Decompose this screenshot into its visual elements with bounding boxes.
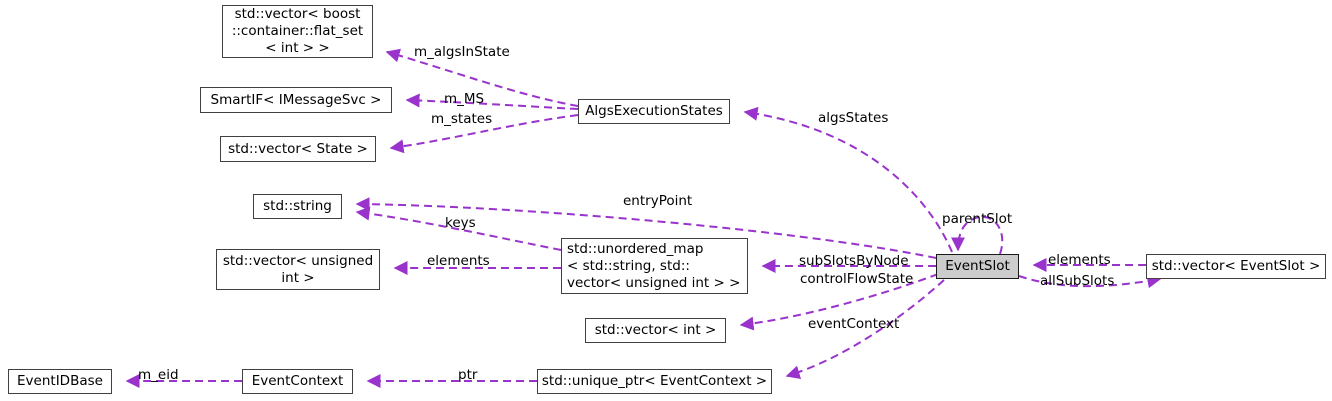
edge-parent-slot xyxy=(951,215,1004,255)
edge-label-ptr: ptr xyxy=(458,367,478,383)
node-unordered-map[interactable]: std::unordered_map < std::string, std:: … xyxy=(561,238,748,294)
edge-label-eventContext: eventContext xyxy=(808,316,900,332)
edge-m-algs-in-state xyxy=(385,48,579,107)
edge-label-parentSlot: parentSlot xyxy=(942,211,1013,227)
edge-label-m_states: m_states xyxy=(431,111,493,127)
edge-algs-states xyxy=(743,106,953,253)
node-smartif-imessagesvc[interactable]: SmartIF< IMessageSvc > xyxy=(200,87,392,113)
node-event-id-base[interactable]: EventIDBase xyxy=(8,369,112,394)
edge-keys xyxy=(355,206,562,251)
edge-label-allSubSlots: allSubSlots xyxy=(1040,273,1115,289)
node-vector-event-slot[interactable]: std::vector< EventSlot > xyxy=(1146,254,1326,279)
node-algs-execution-states[interactable]: AlgsExecutionStates xyxy=(578,99,730,124)
edge-label-m_algsInState: m_algsInState xyxy=(414,44,510,60)
edge-entry-point xyxy=(355,197,937,259)
node-vector-state[interactable]: std::vector< State > xyxy=(220,136,376,162)
node-std-string[interactable]: std::string xyxy=(253,194,342,219)
edge-label-keys: keys xyxy=(445,215,476,231)
edge-label-algsStates: algsStates xyxy=(818,110,889,126)
node-vector-flat-set[interactable]: std::vector< boost ::container::flat_set… xyxy=(222,5,373,58)
node-vector-unsigned-int[interactable]: std::vector< unsigned int > xyxy=(216,249,380,290)
edge-all-sub-slots xyxy=(1018,274,1162,289)
node-unique-ptr-event-context[interactable]: std::unique_ptr< EventContext > xyxy=(537,369,772,394)
edge-label-m_MS: m_MS xyxy=(444,91,485,107)
edge-label-elements-map: elements xyxy=(427,253,490,269)
node-event-slot[interactable]: EventSlot xyxy=(936,254,1019,279)
edge-m-states xyxy=(389,114,579,154)
node-event-context[interactable]: EventContext xyxy=(242,369,353,394)
edge-label-subSlotsByNode: subSlotsByNode xyxy=(799,253,909,269)
edge-label-entryPoint: entryPoint xyxy=(623,193,693,209)
edge-m-ms xyxy=(405,93,579,110)
edge-label-elements-vector: elements xyxy=(1048,252,1111,268)
edge-label-controlFlowState: controlFlowState xyxy=(800,271,914,287)
edge-label-m_eid: m_eid xyxy=(138,367,179,383)
node-vector-int[interactable]: std::vector< int > xyxy=(585,318,726,343)
edge-event-context xyxy=(785,279,945,380)
